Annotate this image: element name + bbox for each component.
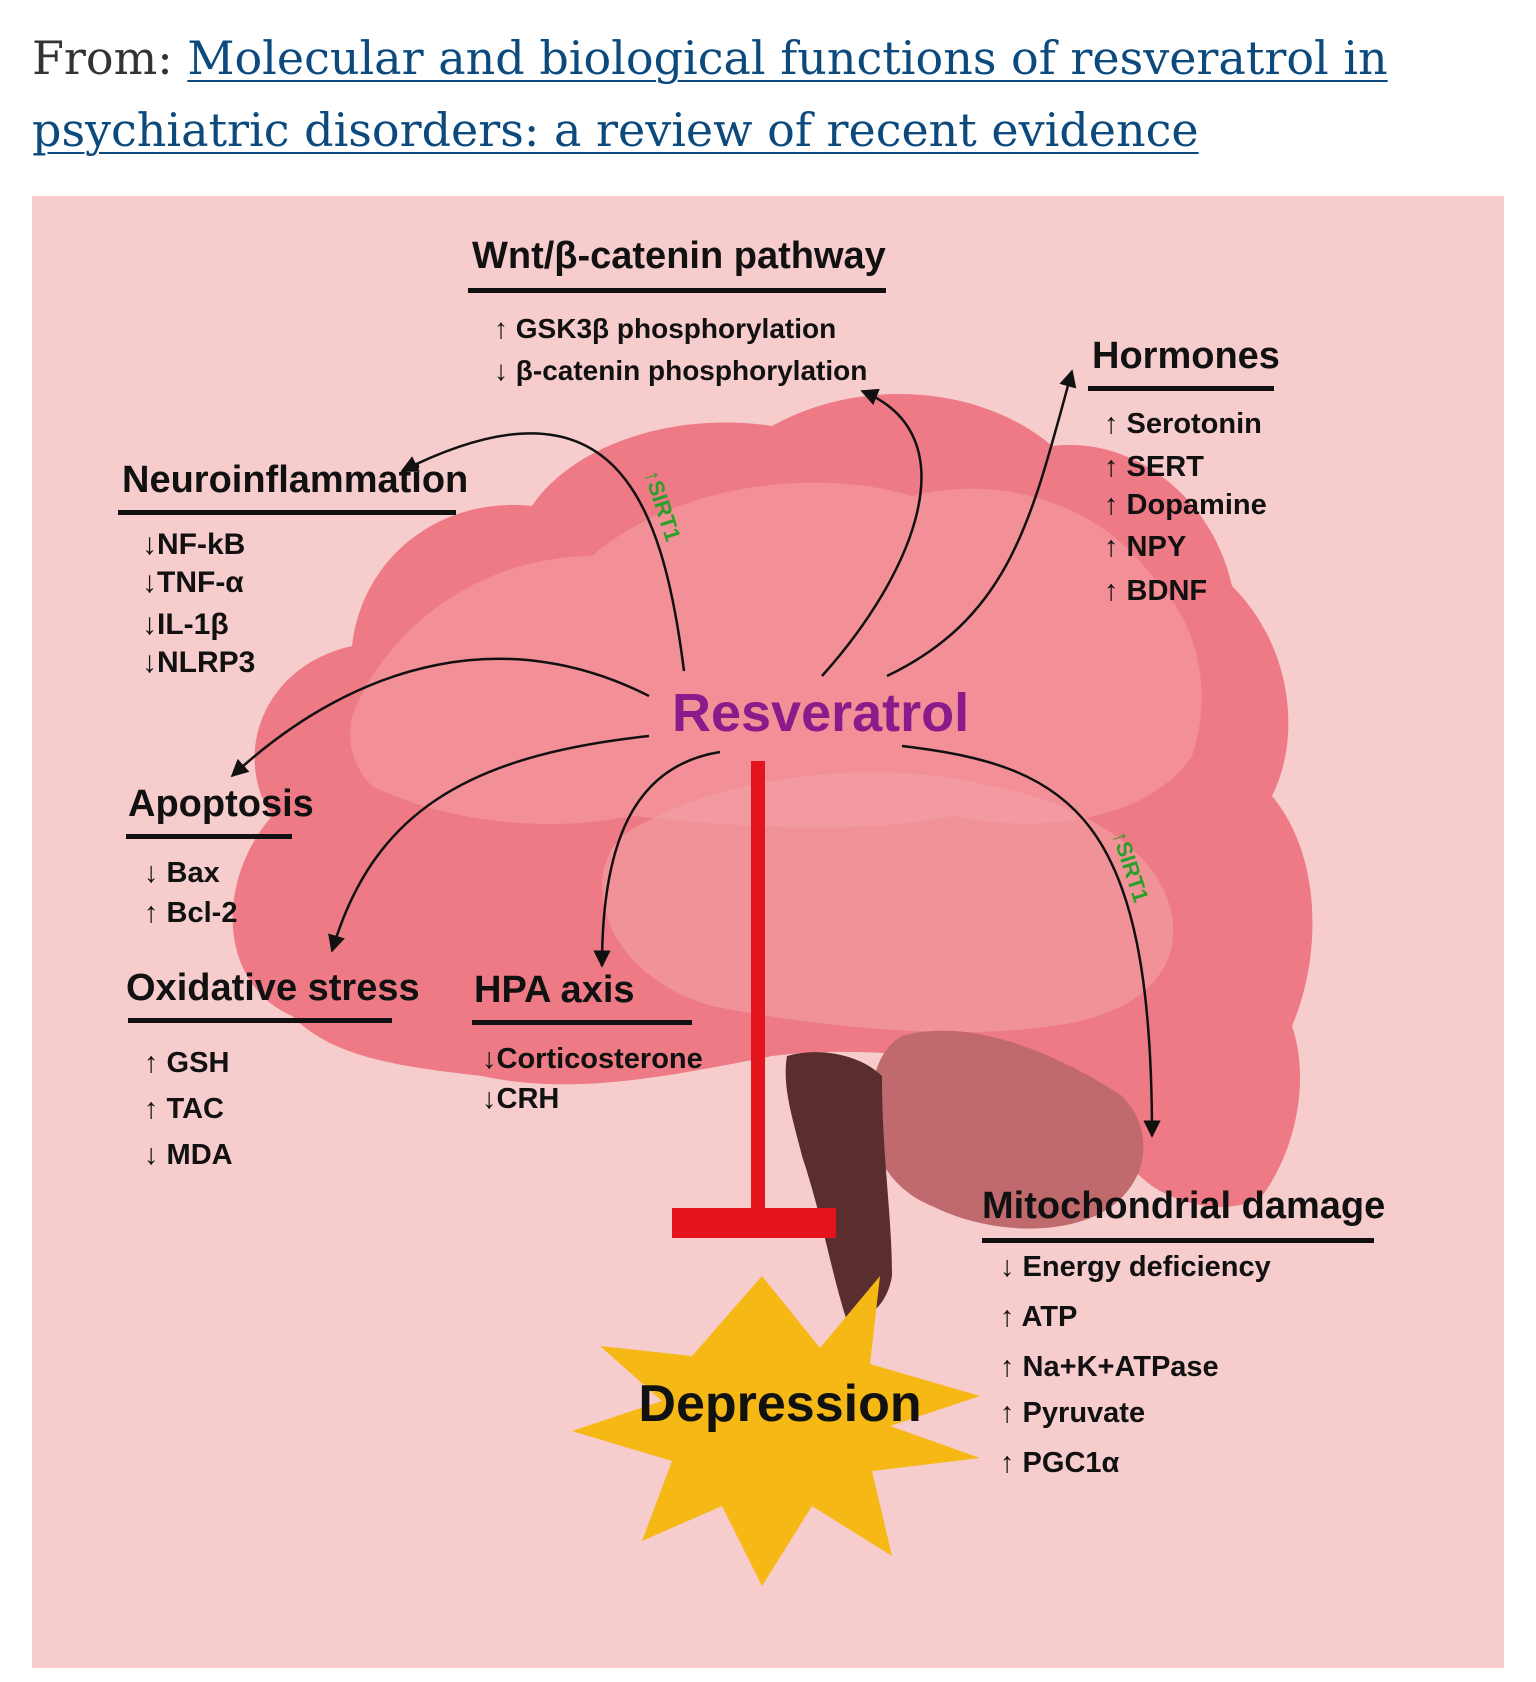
hpa-axis-title: HPA axis (474, 969, 635, 1011)
neuroinflammation-item: ↓TNF-α (142, 566, 244, 599)
resveratrol-diagram: ↑SIRT1 ↑SIRT1 Resveratrol Depression Wnt… (32, 196, 1504, 1668)
arrow-neuroinflammation (400, 432, 686, 672)
from-label: From: (32, 31, 188, 85)
neuroinflammation-item: ↓NLRP3 (142, 646, 255, 679)
oxidative-stress-item: ↓ MDA (144, 1139, 233, 1171)
mitochondrial-damage-underline (982, 1238, 1374, 1243)
neuroinflammation-title: Neuroinflammation (122, 459, 468, 501)
apoptosis-title: Apoptosis (128, 783, 314, 825)
cortex-highlight (350, 482, 1202, 828)
figure-header: From: Molecular and biological functions… (32, 22, 1492, 166)
cerebellum-shape (869, 1030, 1144, 1229)
arrow-hormones (886, 369, 1077, 678)
oxidative-stress-title: Oxidative stress (126, 967, 420, 1009)
brain-illustration (232, 393, 1313, 1321)
apoptosis-group: Apoptosis ↓ Bax ↑ Bcl-2 (126, 783, 314, 929)
pathway-arrows (230, 369, 1161, 1138)
oxidative-stress-item: ↑ TAC (144, 1093, 224, 1125)
hpa-axis-group: HPA axis ↓Corticosterone ↓CRH (472, 969, 703, 1115)
hpa-axis-item: ↓CRH (482, 1083, 559, 1115)
wnt-underline (468, 288, 886, 293)
mitochondrial-damage-item: ↑ Na+K+ATPase (1000, 1351, 1219, 1383)
apoptosis-underline (126, 834, 292, 839)
mitochondrial-damage-item: ↑ Pyruvate (1000, 1397, 1145, 1429)
mitochondrial-damage-item: ↓ Energy deficiency (1000, 1251, 1271, 1283)
resveratrol-label: Resveratrol (672, 683, 969, 743)
wnt-group: Wnt/β-catenin pathway ↑ GSK3β phosphoryl… (468, 235, 886, 386)
depression-label: Depression (638, 1375, 921, 1433)
brainstem-shape (785, 1052, 892, 1321)
oxidative-stress-group: Oxidative stress ↑ GSH ↑ TAC ↓ MDA (126, 967, 420, 1171)
oxidative-stress-item: ↑ GSH (144, 1047, 229, 1079)
apoptosis-item: ↓ Bax (144, 857, 220, 889)
inhibition-symbol (672, 761, 836, 1238)
oxidative-stress-underline (128, 1018, 392, 1023)
neuroinflammation-item: ↓NF-kB (142, 528, 245, 561)
neuroinflammation-group: Neuroinflammation ↓NF-kB ↓TNF-α ↓IL-1β ↓… (118, 459, 468, 679)
arrow-apoptosis (230, 657, 650, 778)
mitochondrial-damage-item: ↑ PGC1α (1000, 1447, 1120, 1479)
depression-star (572, 1276, 980, 1586)
arrow-mitochondrial (901, 744, 1161, 1138)
article-title-link[interactable]: Molecular and biological functions of re… (32, 31, 1388, 157)
hpa-axis-item: ↓Corticosterone (482, 1043, 703, 1075)
inhibition-bar (672, 1208, 836, 1238)
arrow-oxidative (328, 734, 650, 953)
wnt-title: Wnt/β-catenin pathway (472, 235, 886, 277)
temporal-lobe (602, 772, 1174, 1033)
hormones-title: Hormones (1092, 335, 1280, 377)
neuroinflammation-underline (118, 510, 456, 515)
hormones-item: ↑ BDNF (1104, 575, 1207, 607)
mitochondrial-damage-group: Mitochondrial damage ↓ Energy deficiency… (982, 1185, 1385, 1479)
hormones-item: ↑ Serotonin (1104, 408, 1262, 440)
arrow-wnt (821, 388, 923, 677)
neuroinflammation-item: ↓IL-1β (142, 608, 229, 641)
hormones-item: ↑ SERT (1104, 451, 1204, 483)
mitochondrial-damage-item: ↑ ATP (1000, 1301, 1077, 1333)
depression-burst: Depression (572, 1276, 980, 1586)
hormones-group: Hormones ↑ Serotonin ↑ SERT ↑ Dopamine ↑… (1088, 335, 1280, 607)
hpa-axis-underline (472, 1020, 692, 1025)
hormones-underline (1088, 386, 1274, 391)
inhibition-stem (751, 761, 765, 1211)
wnt-item: ↓ β-catenin phosphorylation (494, 355, 867, 386)
wnt-item: ↑ GSK3β phosphorylation (494, 313, 836, 344)
hormones-item: ↑ NPY (1104, 531, 1186, 563)
mitochondrial-damage-title: Mitochondrial damage (982, 1185, 1385, 1227)
arrow-hpa (593, 750, 721, 968)
apoptosis-item: ↑ Bcl-2 (144, 897, 237, 929)
hormones-item: ↑ Dopamine (1104, 489, 1267, 521)
